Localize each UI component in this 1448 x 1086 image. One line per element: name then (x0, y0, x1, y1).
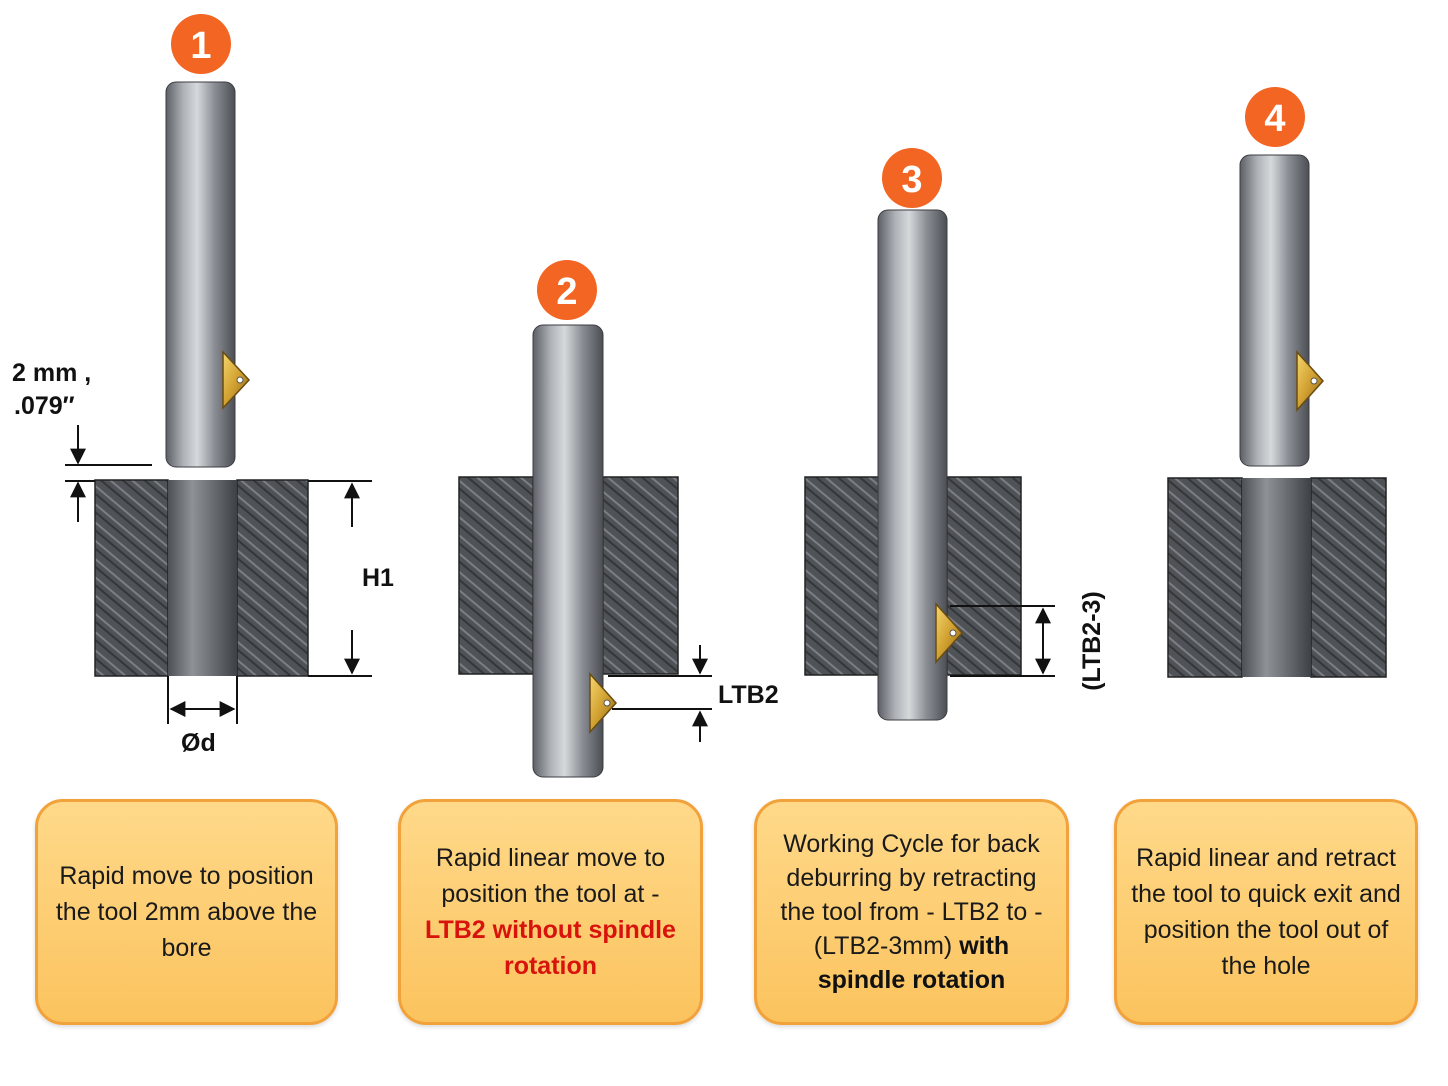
step-3-caption: Working Cycle for back deburring by retr… (757, 827, 1066, 997)
diameter-label: Ød (181, 729, 216, 757)
step-3-caption-plain: Working Cycle for back deburring by retr… (780, 830, 1043, 960)
height-dimension (308, 480, 372, 677)
cutting-insert (1296, 350, 1325, 412)
retract-label: (LTB2-3) (1078, 591, 1106, 691)
step-badge (882, 148, 942, 208)
step-badge (1245, 87, 1305, 147)
cutting-insert (935, 602, 964, 664)
step-4-illustration: 4 (1167, 87, 1387, 678)
clearance-imperial-label: .079″ (14, 392, 75, 420)
step-2-illustration: LTB2 2 (458, 260, 779, 778)
workpiece-right-block (1310, 477, 1387, 678)
workpiece-right-block (946, 476, 1022, 676)
step-4-caption: Rapid linear and retract the tool to qui… (1131, 844, 1401, 980)
workpiece-left-block (1167, 477, 1243, 678)
bore (168, 480, 237, 676)
diameter-dimension (167, 676, 238, 724)
step-3-caption-emphasis: with spindle rotation (817, 932, 1010, 994)
tool-shaft (165, 81, 236, 468)
step-2-caption: Rapid linear move to position the tool a… (401, 840, 700, 984)
step-3-caption-card: Working Cycle for back deburring by retr… (754, 799, 1069, 1025)
step-1-caption: Rapid move to position the tool 2mm abov… (55, 862, 318, 962)
cutting-insert (589, 672, 618, 734)
step-2-caption-plain: Rapid linear move to position the tool a… (435, 844, 666, 908)
tool-shaft (532, 324, 604, 778)
step-1-caption-card: Rapid move to position the tool 2mm abov… (35, 799, 338, 1025)
clearance-dimension (65, 425, 152, 522)
step-number: 3 (901, 159, 922, 201)
workpiece-right-block (236, 479, 309, 677)
bore (1242, 478, 1311, 677)
height-label: H1 (362, 564, 394, 592)
workpiece-right-block (602, 476, 679, 675)
step-2-caption-emphasis: LTB2 without spindle rotation (425, 916, 676, 980)
step-number: 4 (1264, 98, 1285, 140)
step-number: 1 (190, 25, 211, 67)
workpiece-left-block (804, 476, 880, 676)
step-2-caption-card: Rapid linear move to position the tool a… (398, 799, 703, 1025)
cutting-insert (222, 350, 251, 410)
tool-shaft (1239, 154, 1310, 467)
workpiece-left-block (94, 479, 169, 677)
step-number: 2 (556, 271, 577, 313)
depth-label: LTB2 (718, 681, 779, 709)
step-3-illustration: (LTB2-3) 3 (804, 148, 1106, 721)
step-badge (537, 260, 597, 320)
depth-dimension (608, 645, 712, 742)
step-badge (171, 14, 231, 74)
step-4-caption-card: Rapid linear and retract the tool to qui… (1114, 799, 1418, 1025)
workpiece-left-block (458, 476, 534, 675)
tool-shaft (877, 209, 948, 721)
retract-dimension (950, 605, 1055, 677)
step-1-illustration: 2 mm , .079″ H1 Ød 1 (12, 14, 394, 757)
clearance-metric-label: 2 mm , (12, 359, 91, 387)
